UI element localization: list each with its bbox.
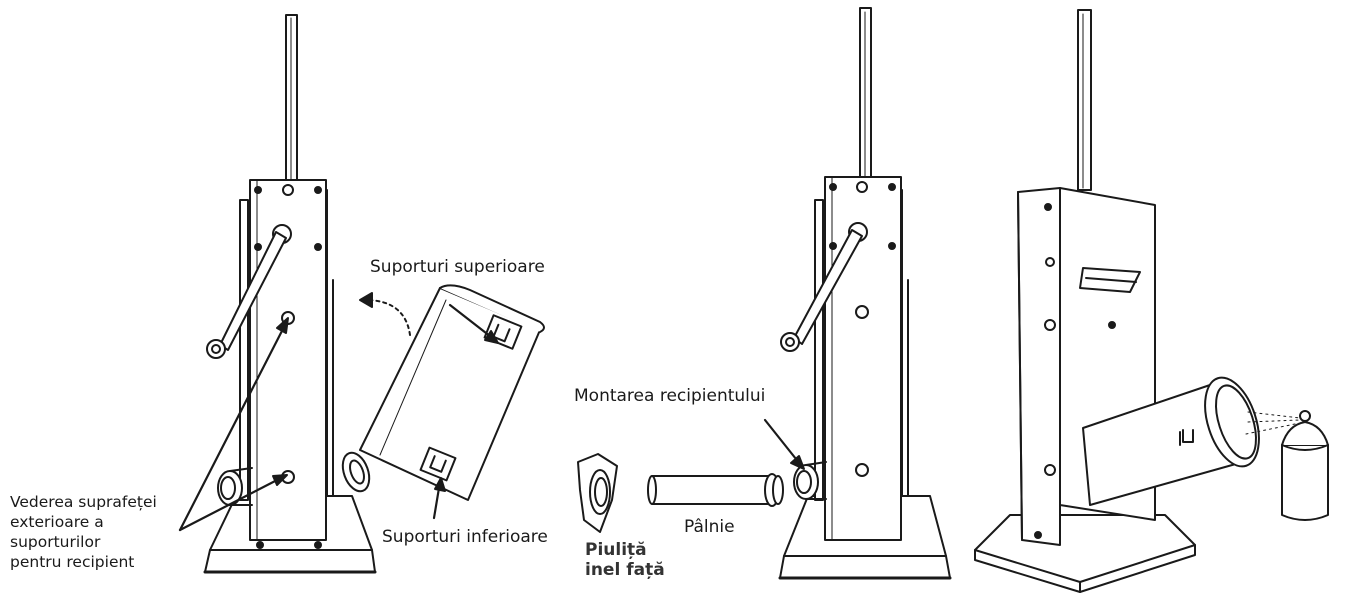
- lubricant-spray-can: [1281, 410, 1329, 521]
- label-funnel: Pâlnie: [684, 517, 735, 537]
- sausage-stuffer-right: [974, 9, 1301, 593]
- cylinder-tilted: [341, 284, 545, 501]
- label-mounting: Montarea recipientului: [574, 386, 766, 406]
- front-ring-nut: [577, 453, 618, 533]
- label-lower-supports: Suporturi inferioare: [382, 527, 548, 547]
- sausage-stuffer-left: [203, 14, 377, 574]
- label-upper-supports: Suporturi superioare: [370, 257, 545, 277]
- label-outer-view: Vederea suprafeței exterioare a suportur…: [10, 493, 157, 571]
- funnel-tube: [647, 473, 784, 507]
- sausage-stuffer-middle: [778, 7, 952, 580]
- label-front-ring-nut: Piuliță inel față: [585, 540, 665, 580]
